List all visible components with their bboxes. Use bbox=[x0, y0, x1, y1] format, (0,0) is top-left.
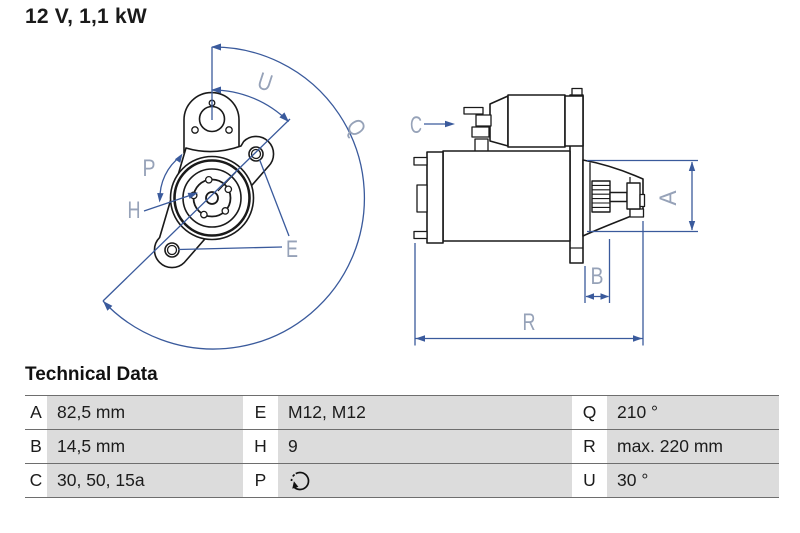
param-key: Q bbox=[572, 396, 607, 429]
pinion-shaft bbox=[609, 191, 628, 203]
housing-step bbox=[629, 208, 645, 218]
param-value: 30, 50, 15a bbox=[47, 464, 243, 497]
technical-data-table: A 82,5 mm E M12, M12 Q 210 ° B 14,5 mm H… bbox=[25, 395, 779, 498]
terminal-stud-30 bbox=[463, 106, 484, 115]
dim-label-r: R bbox=[523, 309, 536, 336]
table-row: C 30, 50, 15a P U 30 ° bbox=[25, 464, 779, 498]
param-value: 9 bbox=[278, 430, 572, 463]
dim-label-h: H bbox=[128, 197, 141, 224]
solenoid-body bbox=[507, 94, 566, 148]
param-key: E bbox=[243, 396, 278, 429]
param-key: H bbox=[243, 430, 278, 463]
param-value bbox=[278, 464, 572, 497]
starter-motor-drawing: U Q P H E C A B R bbox=[102, 43, 698, 350]
shaft-center-hole bbox=[205, 191, 219, 205]
dim-label-u: U bbox=[254, 67, 276, 97]
e-leader-top bbox=[258, 159, 290, 237]
front-view-drawing bbox=[153, 91, 275, 269]
table-row: A 82,5 mm E M12, M12 Q 210 ° bbox=[25, 396, 779, 430]
solenoid-cap bbox=[489, 95, 509, 147]
param-key: R bbox=[572, 430, 607, 463]
page-title: 12 V, 1,1 kW bbox=[25, 5, 147, 28]
dimension-arrowheads bbox=[103, 43, 696, 342]
q-angle-arc bbox=[102, 46, 365, 350]
dim-label-q: Q bbox=[340, 114, 371, 142]
bracket-hole-left bbox=[191, 126, 199, 134]
rotation-direction-ccw-icon bbox=[290, 471, 310, 491]
motor-body bbox=[442, 150, 571, 242]
param-key: P bbox=[243, 464, 278, 497]
e-leader-bottom bbox=[178, 246, 283, 251]
dim-label-p: P bbox=[143, 155, 156, 182]
motor-end-cap bbox=[426, 151, 444, 244]
shaft-end-block bbox=[626, 182, 641, 210]
param-value: 82,5 mm bbox=[47, 396, 243, 429]
hole-diagonal-line bbox=[102, 118, 291, 302]
param-value: M12, M12 bbox=[278, 396, 572, 429]
table-row: B 14,5 mm H 9 R max. 220 mm bbox=[25, 430, 779, 464]
param-value: 210 ° bbox=[607, 396, 779, 429]
dim-label-b: B bbox=[591, 263, 604, 290]
technical-data-heading: Technical Data bbox=[25, 364, 158, 385]
param-value: 30 ° bbox=[607, 464, 779, 497]
param-key: B bbox=[25, 430, 47, 463]
param-value: 14,5 mm bbox=[47, 430, 243, 463]
param-key: U bbox=[572, 464, 607, 497]
brush-holder-tab bbox=[416, 184, 428, 213]
param-value: max. 220 mm bbox=[607, 430, 779, 463]
h-leader-line bbox=[143, 192, 198, 212]
terminal-stud-50 bbox=[471, 126, 490, 138]
param-key: C bbox=[25, 464, 47, 497]
dim-label-e: E bbox=[286, 236, 298, 263]
param-key: A bbox=[25, 396, 47, 429]
bracket-hole-right bbox=[225, 126, 233, 134]
dim-label-a: A bbox=[655, 191, 682, 206]
side-view-drawing bbox=[413, 87, 646, 264]
mount-bracket bbox=[183, 91, 240, 154]
dim-label-c: C bbox=[410, 112, 422, 139]
mount-hole-top-right bbox=[248, 146, 264, 162]
